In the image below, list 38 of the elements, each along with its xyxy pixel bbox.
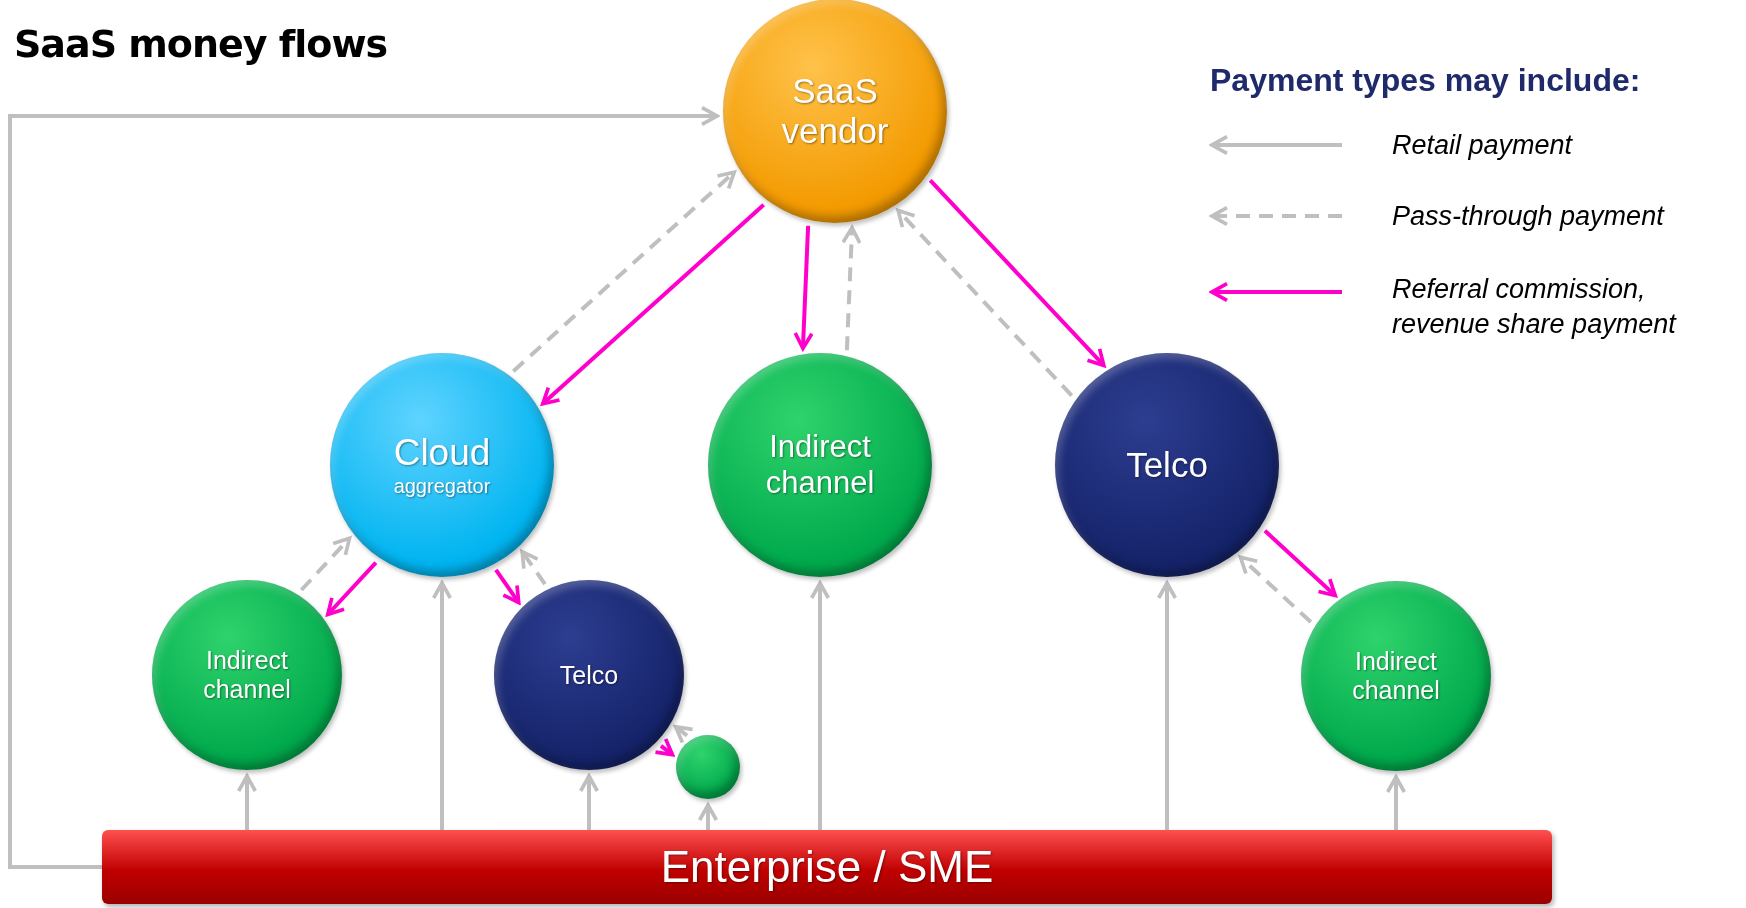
arrow xyxy=(793,225,814,351)
arrow xyxy=(697,803,719,830)
arrow xyxy=(928,179,1106,368)
node-label: Telco xyxy=(1126,444,1208,486)
arrow xyxy=(236,774,258,830)
dashed-arrow xyxy=(520,549,547,586)
dashed-arrow xyxy=(673,725,695,745)
node-label: aggregator xyxy=(393,474,491,498)
arrow xyxy=(8,105,719,869)
arrow xyxy=(540,203,765,406)
arrow xyxy=(1385,775,1407,830)
node-label: SaaS vendor xyxy=(780,70,890,152)
arrow xyxy=(809,581,831,830)
node-label: Indirect channel xyxy=(764,429,876,501)
dashed-arrow xyxy=(896,208,1074,397)
dashed-arrow xyxy=(1238,555,1313,624)
arrow xyxy=(1263,529,1337,598)
node-label: Cloud xyxy=(393,432,491,475)
banner-bar xyxy=(102,830,1552,904)
circle-node xyxy=(676,735,740,799)
node-label: Indirect channel xyxy=(1351,647,1441,705)
legend-text: Retail payment xyxy=(1392,129,1574,162)
node-label: Indirect channel xyxy=(202,646,292,704)
arrow xyxy=(325,561,378,617)
arrow xyxy=(1156,581,1178,830)
dashed-arrow xyxy=(299,536,352,592)
arrow xyxy=(578,774,600,830)
legend-text: Pass-through payment xyxy=(1392,200,1666,233)
legend-text: Referral commission, revenue share payment xyxy=(1392,273,1678,342)
node-label: Telco xyxy=(559,660,619,690)
arrow xyxy=(431,581,453,830)
arrow xyxy=(494,568,521,605)
dashed-arrow xyxy=(841,225,862,351)
legend-heading: Payment types may include: xyxy=(1210,62,1641,99)
diagram-title: SaaS money flows xyxy=(14,22,388,66)
arrow xyxy=(653,737,675,757)
node-label: Enterprise / SME xyxy=(660,841,994,893)
dashed-arrow xyxy=(512,170,737,373)
